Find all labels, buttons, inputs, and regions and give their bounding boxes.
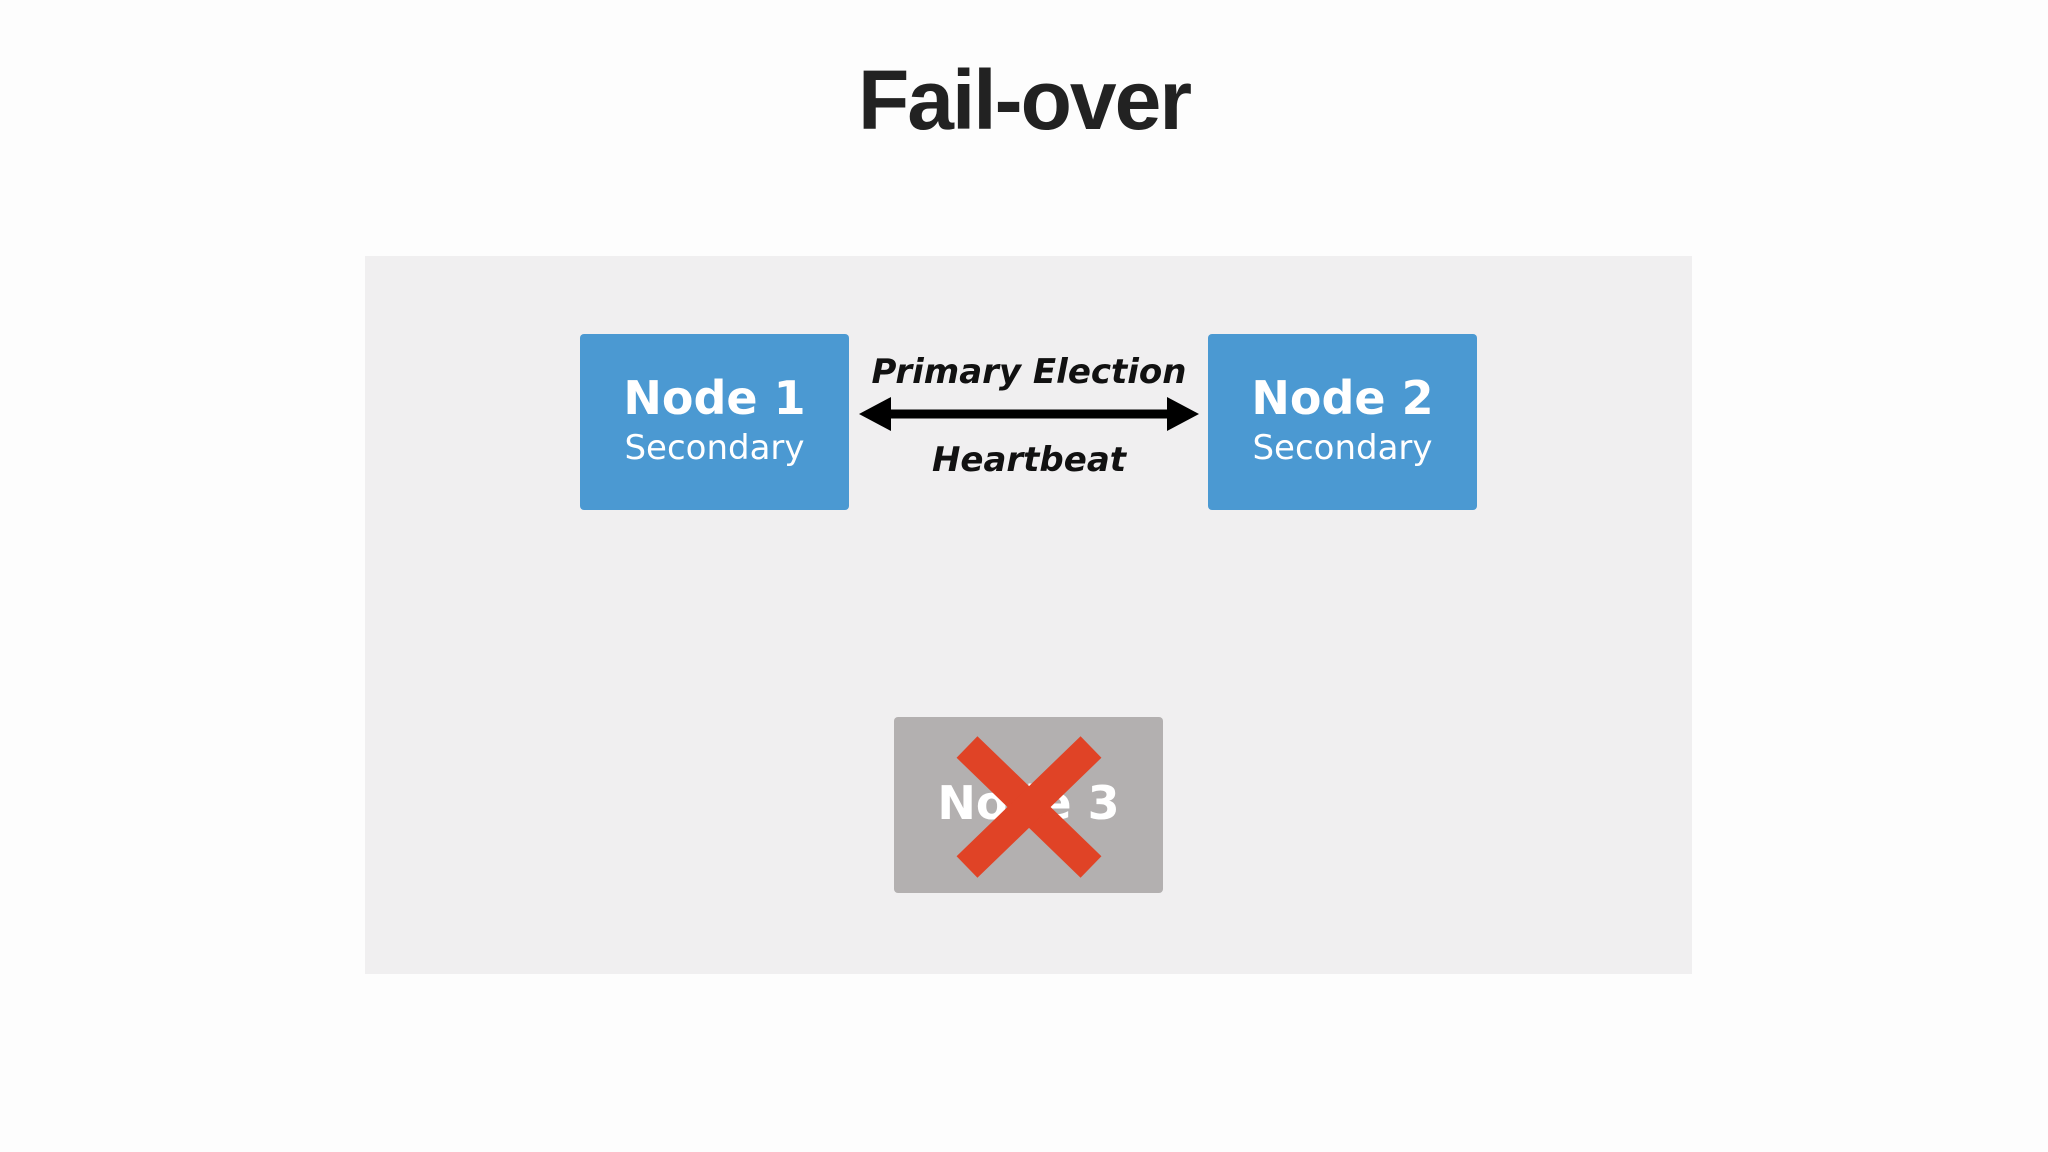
primary-election-label: Primary Election — [871, 352, 1187, 392]
heartbeat-label: Heartbeat — [931, 440, 1127, 480]
node-1-box: Node 1 Secondary — [580, 334, 849, 510]
node-2-name: Node 2 — [1251, 371, 1434, 425]
cluster-panel: Node 1 Secondary Node 2 Secondary Primar… — [365, 256, 1692, 974]
node-1-name: Node 1 — [623, 371, 806, 425]
x-mark-icon — [956, 736, 1102, 878]
node-2-role: Secondary — [1252, 428, 1433, 468]
slide-title: Fail-over — [857, 53, 1192, 147]
node-1-role: Secondary — [624, 428, 805, 468]
node-2-box: Node 2 Secondary — [1208, 334, 1477, 510]
bidirectional-arrow-icon — [859, 397, 1199, 431]
